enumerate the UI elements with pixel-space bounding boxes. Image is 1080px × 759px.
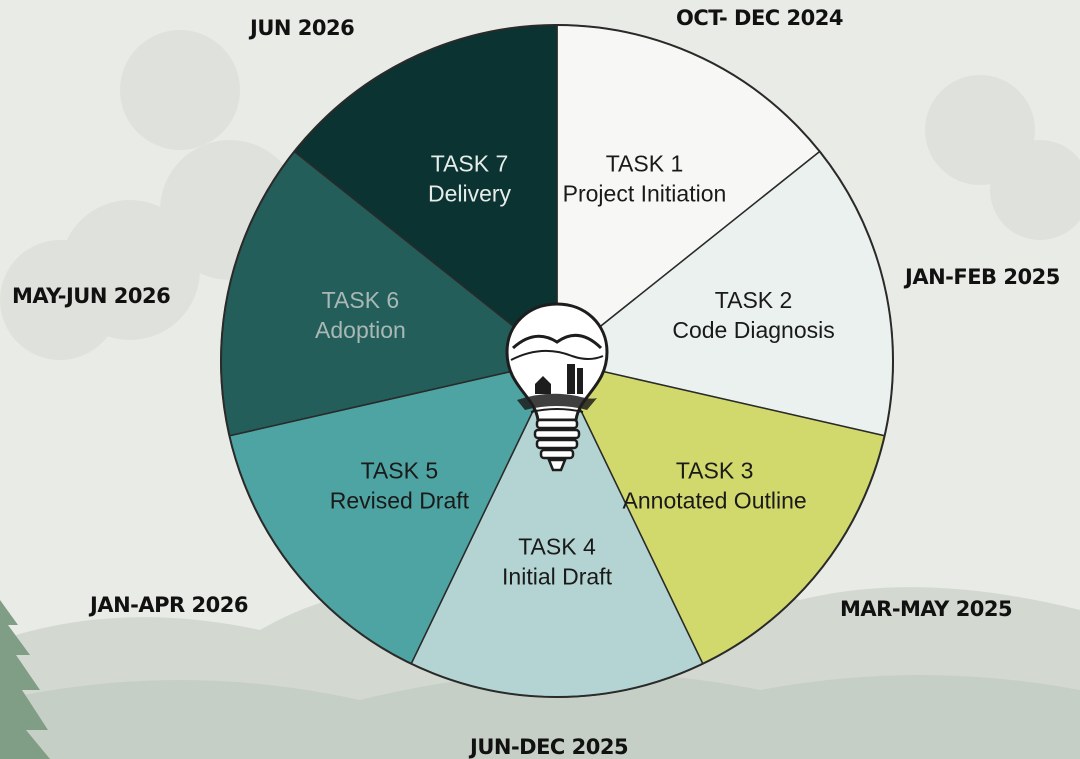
task-number-4: TASK 4 — [518, 534, 596, 560]
task-number-6: TASK 6 — [322, 287, 400, 313]
task-number-2: TASK 2 — [715, 287, 793, 313]
date-task-4: JUN-DEC 2025 — [470, 735, 629, 759]
lightbulb-landscape-icon — [505, 302, 609, 472]
date-task-2: JAN-FEB 2025 — [905, 265, 1060, 289]
task-name-2: Code Diagnosis — [672, 317, 834, 343]
task-name-3: Annotated Outline — [623, 488, 807, 514]
wheel-outline — [220, 24, 894, 698]
task-number-3: TASK 3 — [676, 458, 754, 484]
task-name-7: Delivery — [428, 180, 512, 206]
task-number-5: TASK 5 — [361, 458, 439, 484]
pine-tree-icon — [0, 600, 50, 759]
date-task-6: MAY-JUN 2026 — [12, 284, 171, 308]
date-task-7: JUN 2026 — [250, 16, 355, 40]
task-name-4: Initial Draft — [502, 564, 613, 590]
task-name-5: Revised Draft — [330, 488, 470, 514]
task-name-1: Project Initiation — [563, 180, 727, 206]
task-number-7: TASK 7 — [431, 150, 509, 176]
date-task-1: OCT- DEC 2024 — [676, 6, 843, 30]
task-number-1: TASK 1 — [606, 150, 684, 176]
task-name-6: Adoption — [315, 317, 406, 343]
date-task-3: MAR-MAY 2025 — [840, 597, 1013, 621]
date-task-5: JAN-APR 2026 — [90, 593, 248, 617]
